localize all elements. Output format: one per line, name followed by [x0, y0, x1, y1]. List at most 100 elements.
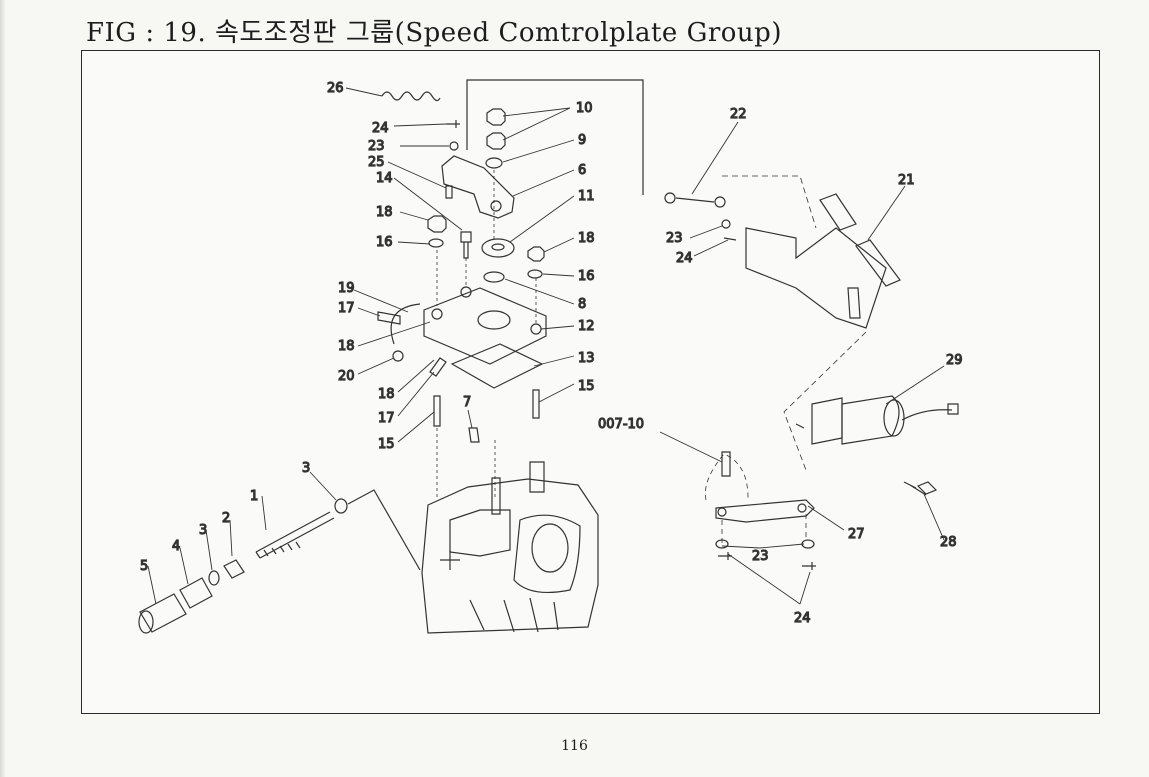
- solenoid-wire: [901, 409, 953, 421]
- callout-1: 1: [250, 489, 258, 504]
- callout-15-right: 15: [578, 379, 595, 394]
- lever-part: [441, 155, 515, 219]
- lever-hole: [490, 200, 502, 212]
- callout-27: 27: [848, 527, 865, 542]
- callout-11: 11: [578, 189, 595, 204]
- pin-part: [795, 423, 805, 429]
- callout-18-left: 18: [338, 339, 355, 354]
- callout-3-upper: 3: [302, 461, 310, 476]
- stop-solenoid-assembly: [795, 395, 959, 496]
- nut-part: [223, 559, 245, 579]
- o-ring-part: [483, 271, 505, 283]
- link-and-bracket-assembly: [664, 175, 901, 471]
- nut-part: [527, 246, 545, 262]
- bolt-part: [903, 481, 927, 496]
- nut-part: [427, 215, 447, 233]
- callout-14: 14: [376, 171, 393, 186]
- connector-line: [347, 489, 421, 571]
- callout-16-right: 16: [578, 269, 595, 284]
- connector-plug: [947, 403, 959, 415]
- clip-part: [718, 552, 732, 560]
- callout-21: 21: [898, 173, 915, 188]
- solenoid-body: [841, 395, 900, 445]
- bolt-part: [460, 231, 472, 259]
- long-bolt: [255, 511, 335, 559]
- callout-18-top: 18: [376, 205, 393, 220]
- nut-part: [486, 108, 506, 126]
- washer-hole: [491, 243, 505, 251]
- callout-13: 13: [578, 351, 595, 366]
- key-part: [468, 427, 480, 443]
- lever-hole: [797, 503, 807, 513]
- callout-20: 20: [338, 369, 355, 384]
- link-arc: [390, 303, 421, 345]
- callout-18-right: 18: [578, 231, 595, 246]
- pin-part: [446, 120, 460, 128]
- spring-part: [381, 91, 441, 102]
- scan-edge-shadow: [0, 0, 6, 777]
- nut-part: [486, 132, 506, 150]
- solenoid-end: [883, 399, 905, 437]
- callout-23-mid: 23: [666, 231, 683, 246]
- plate-hole: [431, 308, 443, 320]
- washer-part: [481, 238, 515, 258]
- callout-4: 4: [172, 539, 180, 554]
- callout-10: 10: [576, 101, 593, 116]
- callout-23-bottom: 23: [752, 549, 769, 564]
- callout-007-10: 007-10: [598, 417, 644, 432]
- link-rod: [675, 197, 715, 203]
- clip-part: [802, 562, 816, 570]
- cap-end: [138, 610, 154, 634]
- callout-23-top: 23: [368, 139, 385, 154]
- callout-8: 8: [578, 297, 586, 312]
- washer-part: [449, 141, 459, 151]
- bolt-head: [916, 481, 938, 495]
- callout-18-bottom: 18: [378, 387, 395, 402]
- washer-part: [721, 219, 731, 229]
- plate-hole: [460, 286, 472, 298]
- bolt-part: [429, 357, 447, 377]
- callout-7: 7: [463, 395, 471, 410]
- rod-end: [714, 196, 726, 208]
- stop-lever-assembly: [705, 451, 816, 570]
- callout-5: 5: [140, 559, 148, 574]
- callout-labels: 1 2 3 3 4 5 6 7 8 9 10 11 12 13 14 15 15…: [139, 80, 963, 626]
- callout-22: 22: [730, 107, 747, 122]
- stud-part: [532, 389, 540, 419]
- solenoid-bracket: [811, 397, 843, 445]
- callout-16-left: 16: [376, 235, 393, 250]
- washer-part: [527, 269, 543, 279]
- callout-24-mid: 24: [676, 251, 693, 266]
- callout-25: 25: [368, 155, 385, 170]
- plate-boss: [477, 310, 511, 330]
- page-title: FIG : 19. 속도조정판 그룹(Speed Comtrolplate Gr…: [86, 18, 782, 48]
- washer-part: [334, 498, 348, 514]
- connector-line: [466, 79, 644, 195]
- washer-part: [428, 238, 444, 248]
- bracket-arm: [819, 193, 857, 231]
- alignment-lines: [436, 170, 537, 500]
- callout-24-bottom: 24: [794, 611, 811, 626]
- bracket-arm: [855, 239, 901, 287]
- diagram-frame: [81, 50, 1100, 714]
- callout-17-upper: 17: [338, 301, 355, 316]
- callout-15-left: 15: [378, 437, 395, 452]
- engine-block: [421, 461, 599, 634]
- sleeve-part: [179, 577, 213, 609]
- bracket-leg: [847, 287, 861, 319]
- callout-28: 28: [940, 535, 957, 550]
- callout-3-lower: 3: [199, 523, 207, 538]
- gasket-part: [450, 343, 544, 389]
- lever-hole: [717, 507, 727, 517]
- callout-19: 19: [338, 281, 355, 296]
- washer-part: [485, 157, 503, 169]
- bracket-part: [745, 227, 887, 329]
- speed-control-plate: [423, 287, 547, 365]
- callout-24-top: 24: [372, 121, 389, 136]
- callout-26: 26: [327, 81, 344, 96]
- callout-29: 29: [946, 353, 963, 368]
- pin-part: [721, 451, 731, 477]
- thread-part: [255, 541, 301, 559]
- page-number: 116: [561, 738, 588, 754]
